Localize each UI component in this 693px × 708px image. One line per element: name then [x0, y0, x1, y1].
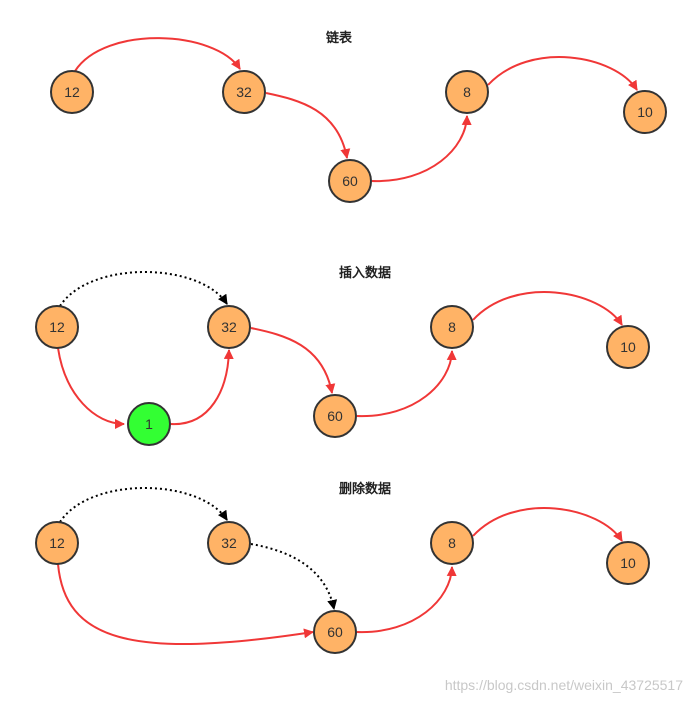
node-label: 32: [236, 84, 252, 100]
watermark-text: https://blog.csdn.net/weixin_43725517: [444, 677, 683, 693]
node-label: 10: [620, 555, 636, 571]
edge-d3-b-c-dotted: [250, 543, 338, 610]
edge-d1-b-c-solid: [265, 92, 351, 159]
edge-d2-a-n-solid: [57, 347, 125, 429]
edge-d1-a-b-solid: [74, 37, 241, 72]
node-label: 12: [49, 319, 65, 335]
edge-d3-d-e-solid: [472, 507, 623, 542]
node-label: 8: [448, 535, 456, 551]
node-circle: [430, 305, 474, 349]
nodes-layer: 12 32 60 8 10 12 32 60 8 10 1 12 32 60 8 10: [35, 70, 667, 654]
node-d3-32: 32: [207, 521, 251, 565]
node-label: 32: [221, 319, 237, 335]
node-d2-10: 10: [606, 325, 650, 369]
node-d3-10: 10: [606, 541, 650, 585]
edge-d2-b-c-solid: [250, 327, 336, 394]
node-d2-8: 8: [430, 305, 474, 349]
node-circle: [606, 541, 650, 585]
edge-d2-d-e-solid: [472, 291, 623, 326]
node-d3-60: 60: [313, 610, 357, 654]
node-circle: [50, 70, 94, 114]
node-circle: [35, 305, 79, 349]
node-d2-1: 1: [127, 402, 171, 446]
node-circle: [207, 521, 251, 565]
node-label: 60: [327, 408, 343, 424]
node-d2-60: 60: [313, 394, 357, 438]
node-label: 12: [49, 535, 65, 551]
edge-d3-c-d-solid: [356, 566, 457, 634]
node-circle: [328, 159, 372, 203]
edge-d2-a-b-dotted: [59, 271, 228, 307]
node-circle: [127, 402, 171, 446]
node-d1-32: 32: [222, 70, 266, 114]
node-circle: [313, 610, 357, 654]
diagram-title-insert: 插入数据: [338, 266, 392, 281]
node-label: 60: [342, 173, 358, 189]
edge-d1-c-d-solid: [371, 115, 472, 183]
edges-layer: [57, 37, 638, 645]
edge-d2-c-d-solid: [356, 350, 457, 418]
node-d1-60: 60: [328, 159, 372, 203]
node-circle: [623, 90, 667, 134]
edge-d3-a-b-dotted: [59, 487, 228, 523]
node-label: 60: [327, 624, 343, 640]
node-circle: [313, 394, 357, 438]
node-circle: [222, 70, 266, 114]
diagram-title-linked-list: 链表: [325, 31, 353, 46]
node-label: 8: [448, 319, 456, 335]
edge-d1-d-e-solid: [487, 56, 638, 91]
diagram-title-delete: 删除数据: [338, 482, 392, 497]
node-circle: [606, 325, 650, 369]
node-circle: [430, 521, 474, 565]
node-d2-32: 32: [207, 305, 251, 349]
node-label: 12: [64, 84, 80, 100]
edge-d2-n-b-solid: [170, 349, 234, 426]
node-circle: [35, 521, 79, 565]
node-circle: [207, 305, 251, 349]
node-d2-12: 12: [35, 305, 79, 349]
edge-d3-a-c-solid: [57, 563, 314, 645]
node-label: 1: [145, 416, 153, 432]
node-d1-12: 12: [50, 70, 94, 114]
node-d1-8: 8: [445, 70, 489, 114]
node-label: 10: [637, 104, 653, 120]
node-d1-10: 10: [623, 90, 667, 134]
node-circle: [445, 70, 489, 114]
node-label: 8: [463, 84, 471, 100]
node-label: 32: [221, 535, 237, 551]
node-d3-12: 12: [35, 521, 79, 565]
node-d3-8: 8: [430, 521, 474, 565]
node-label: 10: [620, 339, 636, 355]
